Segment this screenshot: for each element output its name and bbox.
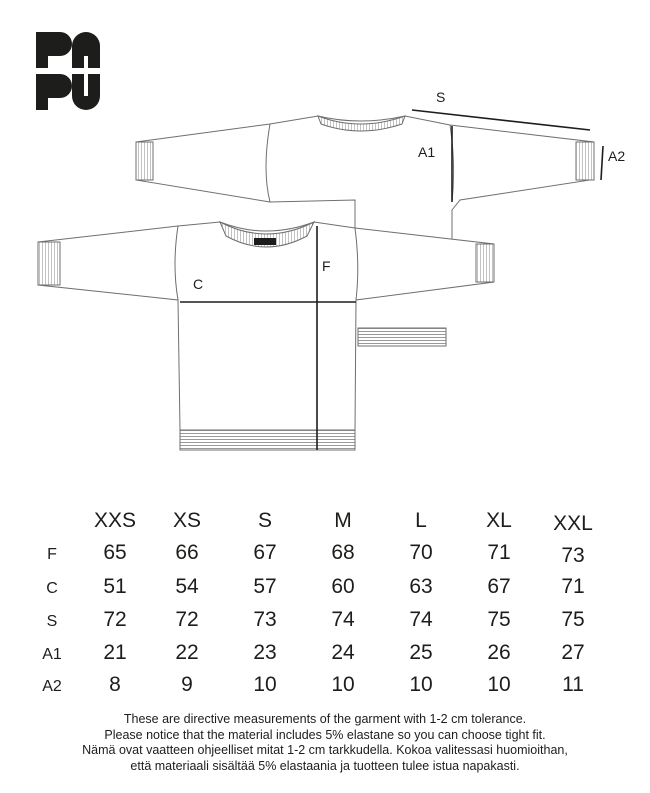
size-header: XXS (93, 509, 137, 532)
table-cell: 27 (561, 641, 585, 664)
table-row-c: C 51 54 57 60 63 67 71 (0, 575, 650, 605)
table-row-f: F 65 66 67 68 70 71 73 (0, 541, 650, 571)
row-label: A2 (42, 678, 62, 695)
note-line: että materiaali sisältää 5% elastaania j… (130, 758, 520, 773)
table-cell: 68 (331, 541, 355, 564)
front-view (37, 220, 495, 451)
table-cell: 26 (487, 641, 511, 664)
table-cell: 9 (181, 673, 193, 696)
table-cell: 10 (253, 673, 277, 696)
table-cell: 72 (175, 608, 199, 631)
table-cell: 74 (409, 608, 433, 631)
table-cell: 51 (103, 575, 127, 598)
dimension-label-a1: A1 (418, 144, 436, 160)
measurement-notes: These are directive measurements of the … (0, 712, 650, 774)
table-cell: 23 (253, 641, 277, 664)
table-cell: 67 (253, 541, 277, 564)
size-header: L (415, 509, 427, 532)
table-cell: 72 (103, 608, 127, 631)
table-cell: 65 (103, 541, 127, 564)
table-cell: 11 (562, 673, 584, 696)
table-cell: 54 (175, 575, 199, 598)
papu-logo (36, 32, 100, 110)
table-cell: 73 (561, 544, 585, 567)
size-header-row: XXS XS S M L XL XXL (0, 509, 650, 539)
row-label: F (47, 546, 57, 563)
table-cell: 10 (487, 673, 511, 696)
row-label: C (46, 580, 58, 597)
note-line: These are directive measurements of the … (123, 712, 527, 726)
size-header: XXL (553, 512, 593, 535)
size-header: XS (172, 509, 201, 532)
table-cell: 71 (561, 575, 585, 598)
table-cell: 60 (331, 575, 355, 598)
table-cell: 63 (409, 575, 433, 598)
note-line: Nämä ovat vaatteen ohjeelliset mitat 1-2… (82, 743, 568, 757)
table-cell: 10 (409, 673, 433, 696)
table-row-a2: A2 8 9 10 10 10 10 11 (0, 673, 650, 703)
table-cell: 25 (409, 641, 433, 664)
row-label: A1 (42, 646, 62, 663)
dimension-label-c: C (193, 276, 204, 292)
table-cell: 21 (103, 641, 127, 664)
size-header: M (334, 509, 352, 532)
garment-drawing (37, 109, 604, 451)
dimension-label-a2: A2 (608, 148, 626, 164)
table-cell: 22 (175, 641, 199, 664)
note-line: Please notice that the material includes… (104, 727, 546, 742)
table-cell: 75 (487, 608, 511, 631)
table-cell: 66 (175, 541, 199, 564)
table-cell: 73 (253, 608, 277, 631)
table-cell: 71 (487, 541, 511, 564)
table-cell: 70 (409, 541, 433, 564)
table-cell: 75 (561, 608, 585, 631)
dimension-label-s: S (436, 89, 446, 105)
table-cell: 10 (331, 673, 355, 696)
table-row-a1: A1 21 22 23 24 25 26 27 (0, 641, 650, 671)
size-header: XL (486, 509, 512, 532)
table-cell: 74 (331, 608, 355, 631)
table-cell: 57 (253, 575, 277, 598)
table-cell: 67 (487, 575, 511, 598)
table-cell: 8 (109, 673, 121, 696)
row-label: S (46, 613, 58, 630)
table-cell: 24 (331, 641, 355, 664)
dimension-label-f: F (322, 258, 331, 274)
measurement-lines (180, 109, 604, 450)
table-row-s: S 72 72 73 74 74 75 75 (0, 608, 650, 638)
back-view (135, 115, 595, 347)
size-header: S (257, 509, 272, 532)
